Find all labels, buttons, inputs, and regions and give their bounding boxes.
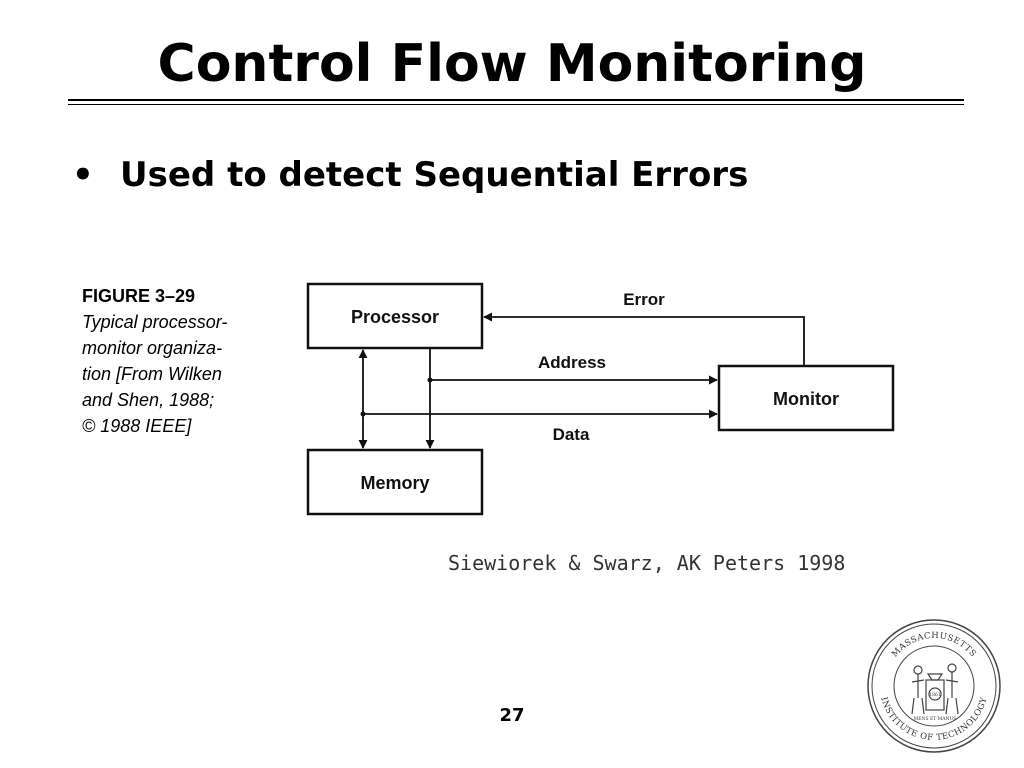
error-line	[483, 312, 805, 366]
processor-block	[306, 282, 484, 350]
page-number: 27	[499, 705, 525, 726]
title-rule-thick	[68, 99, 964, 101]
caption-line: monitor organiza-	[82, 338, 223, 358]
svg-text:1861: 1861	[929, 692, 941, 698]
address-label: Address	[538, 353, 606, 372]
caption-line: tion [From Wilken	[82, 364, 222, 384]
monitor-label: Monitor	[773, 389, 839, 409]
data-label: Data	[553, 425, 590, 444]
bullet-symbol: •	[72, 155, 94, 195]
slide-title: Control Flow Monitoring	[157, 34, 867, 94]
caption-line: Typical processor-	[82, 312, 228, 332]
memory-label: Memory	[360, 473, 429, 493]
figure-caption: FIGURE 3–29 Typical processor- monitor o…	[82, 283, 272, 439]
citation: Siewiorek & Swarz, AK Peters 1998	[448, 551, 846, 575]
processor-label: Processor	[351, 307, 439, 327]
title-rule-thin	[68, 104, 964, 105]
monitor-block	[717, 364, 895, 432]
bullet-text: Used to detect Sequential Errors	[120, 155, 749, 195]
figure-number: FIGURE 3–29	[82, 286, 196, 306]
memory-block	[306, 448, 484, 516]
svg-text:MENS ET MANUS: MENS ET MANUS	[914, 716, 957, 722]
bullet-item: • Used to detect Sequential Errors	[72, 152, 748, 198]
error-label: Error	[623, 290, 665, 309]
mit-seal-logo: MASSACHUSETTS INSTITUTE OF TECHNOLOGY 18…	[867, 619, 1001, 753]
caption-line: and Shen, 1988;	[82, 390, 215, 410]
junction-dot	[360, 411, 366, 417]
figure-caption-text: Typical processor- monitor organiza- tio…	[82, 309, 272, 439]
junction-dot	[427, 377, 433, 383]
caption-line: © 1988 IEEE]	[82, 416, 192, 436]
